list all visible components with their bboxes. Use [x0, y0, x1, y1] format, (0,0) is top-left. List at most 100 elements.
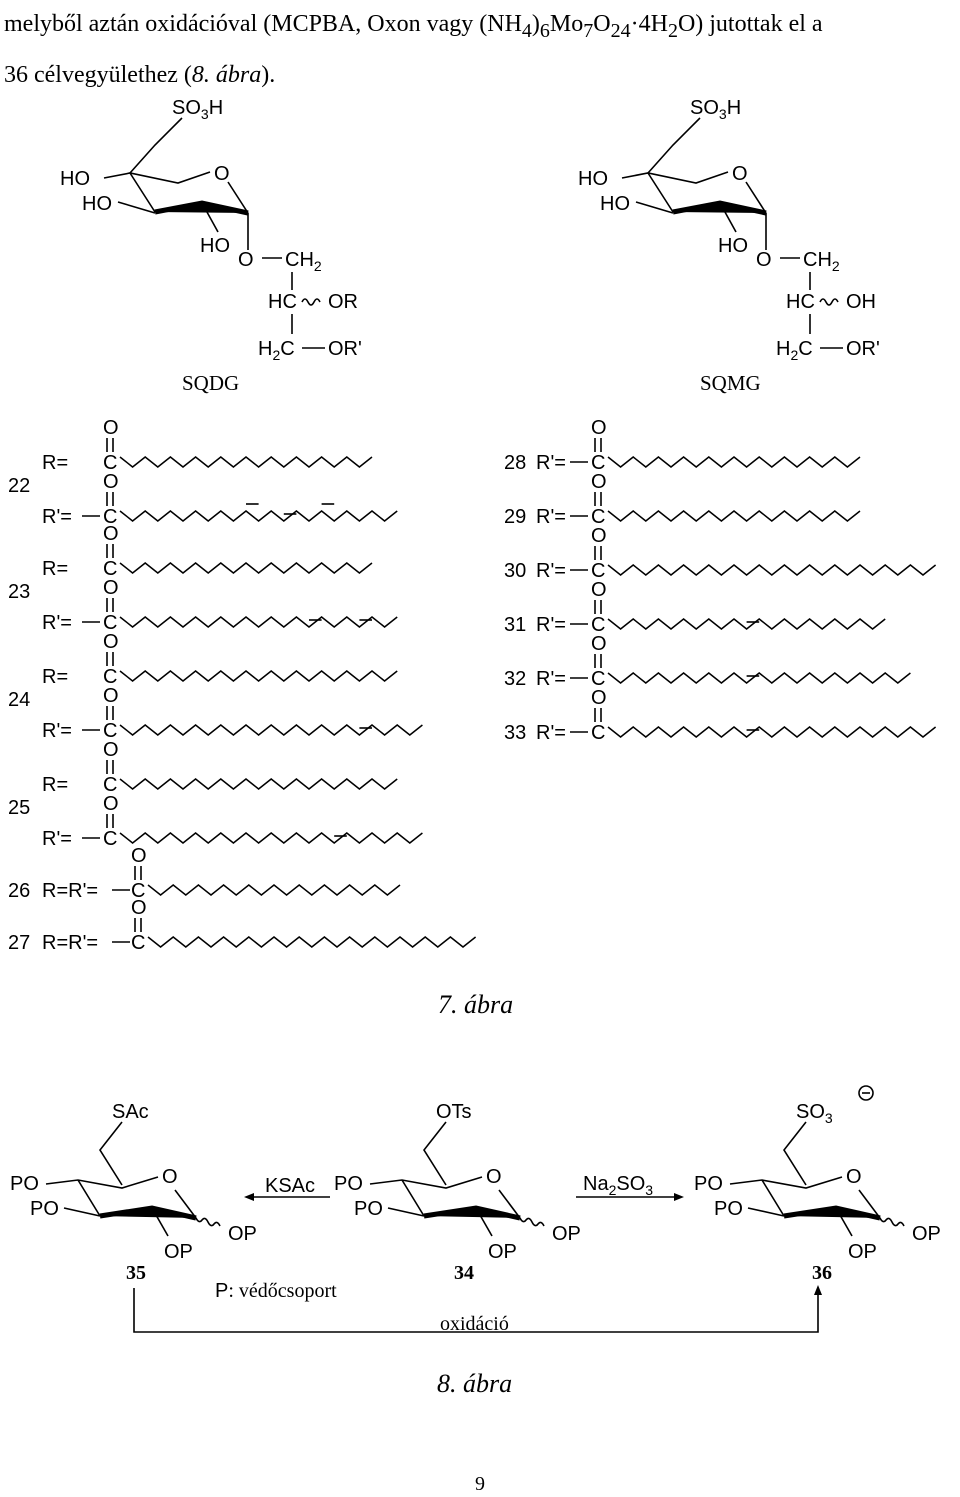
sqdg-so3h-label: SO3H — [172, 97, 223, 122]
bond — [783, 1121, 807, 1186]
po-label: PO — [334, 1173, 363, 1195]
carbonyl-carbon-label: C — [591, 506, 605, 528]
figure-7-caption: 7. ábra — [438, 990, 513, 1019]
intro-text: melyből aztán oxidációval (MCPBA, Oxon v… — [4, 11, 522, 37]
compound-number: 32 — [504, 668, 526, 690]
r-prime-label: R'= — [536, 614, 566, 636]
carbonyl-carbon-label: C — [591, 722, 605, 744]
r-label: R=R'= — [42, 932, 98, 954]
bond — [719, 202, 737, 233]
carbonyl-carbon-label: C — [103, 774, 117, 796]
compound-number: 35 — [126, 1262, 146, 1284]
ring-top-bonds — [103, 171, 211, 184]
wavy-bond — [301, 298, 321, 306]
figure-reference: 8. ábra — [191, 61, 262, 88]
ring-bond — [117, 201, 156, 214]
sqdg-name: SQDG — [182, 371, 239, 395]
ho-label: HO — [60, 168, 90, 190]
carbonyl-oxygen-label: O — [591, 633, 607, 655]
arrowhead-icon — [244, 1193, 254, 1201]
compound-number: 23 — [8, 581, 30, 603]
carbonyl-carbon-label: C — [103, 666, 117, 688]
intro-paragraph: melyből aztán oxidációval (MCPBA, Oxon v… — [4, 2, 954, 97]
oxidation-label: oxidáció — [440, 1313, 509, 1335]
carbonyl-carbon-label: C — [103, 452, 117, 474]
r-prime-label: R'= — [536, 722, 566, 744]
ho-label: HO — [200, 235, 230, 257]
ring-oxygen-label: O — [162, 1166, 178, 1188]
or-prime-label: OR' — [328, 338, 362, 360]
carbonyl-oxygen-label: O — [103, 793, 119, 815]
ring-bond — [635, 201, 674, 214]
bond — [475, 1207, 493, 1237]
oh-label: OH — [846, 291, 876, 313]
ring-bond — [761, 1179, 785, 1217]
ring-bond — [45, 1176, 159, 1189]
acyl-chain-table: 22R=R'=COCO23R=R'=COCO24R=R'=COCO25R=R'=… — [8, 417, 937, 954]
subscript: 6 — [539, 19, 550, 42]
ho-label: HO — [600, 193, 630, 215]
carbonyl-oxygen-label: O — [591, 525, 607, 547]
r-prime-label: R'= — [42, 612, 72, 634]
page-number: 9 — [475, 1473, 485, 1495]
compound-number: 29 — [504, 506, 526, 528]
wavy-bond — [519, 1217, 545, 1227]
compound-number: 22 — [8, 475, 30, 497]
carbonyl-carbon-label: C — [103, 720, 117, 742]
carbonyl-oxygen-label: O — [103, 739, 119, 761]
ksac-reagent: KSAc — [265, 1175, 315, 1197]
bond — [99, 1121, 123, 1186]
intro-text: O — [593, 11, 611, 37]
carbonyl-carbon-label: C — [591, 614, 605, 636]
hc-label: HC — [786, 291, 815, 313]
carbonyl-carbon-label: C — [103, 828, 117, 850]
bond — [647, 117, 701, 174]
sqmg-structure: SO3H HO HO O HO O CH2 HC OH H2C OR' SQMG — [578, 97, 880, 395]
ring-bond — [747, 1207, 785, 1217]
r-prime-label: R'= — [536, 506, 566, 528]
glycosidic-oxygen-label: O — [756, 249, 772, 271]
subscript: 24 — [610, 19, 631, 42]
bond — [201, 202, 219, 233]
sqdg-structure: SO3H HO HO O HO O CH2 HC OR H2C OR' SQDG — [60, 97, 362, 395]
intro-text: ·4H — [630, 11, 668, 37]
intro-text: ) — [531, 11, 540, 37]
sqmg-so3h-label: SO3H — [690, 97, 741, 122]
acyl-chain — [147, 884, 401, 896]
op-label: OP — [488, 1241, 517, 1263]
carbonyl-carbon-label: C — [103, 612, 117, 634]
ring-bond — [401, 1179, 425, 1217]
ring-thick-bottom — [423, 1205, 521, 1221]
acyl-chain — [607, 564, 937, 576]
compound-number: 24 — [8, 689, 30, 711]
acyl-chain — [119, 832, 423, 844]
carbonyl-carbon-label: C — [103, 558, 117, 580]
bond — [129, 117, 183, 174]
or-label: OR — [328, 291, 358, 313]
h2c-label: H2C — [258, 338, 295, 363]
ring-oxygen-label: O — [486, 1166, 502, 1188]
protecting-group-note: P: védőcsoport — [215, 1280, 337, 1302]
hc-label: HC — [268, 291, 297, 313]
acyl-chain — [119, 724, 423, 736]
ring-bond — [227, 181, 249, 214]
bond — [835, 1207, 853, 1237]
carbonyl-oxygen-label: O — [103, 685, 119, 707]
ch2-label: CH2 — [285, 249, 322, 274]
carbonyl-oxygen-label: O — [103, 631, 119, 653]
subscript: 4 — [521, 19, 532, 42]
ch2-label: CH2 — [803, 249, 840, 274]
po-label: PO — [30, 1198, 59, 1220]
compound-number: 30 — [504, 560, 526, 582]
compound-number: 34 — [454, 1262, 474, 1284]
ring-oxygen-label: O — [846, 1166, 862, 1188]
po-label: PO — [694, 1173, 723, 1195]
acyl-chain — [147, 936, 477, 948]
h2c-label: H2C — [776, 338, 813, 363]
acyl-chain — [607, 456, 861, 468]
bond — [423, 1121, 447, 1186]
ring-thick-bottom — [154, 200, 249, 216]
carbonyl-carbon-label: C — [591, 560, 605, 582]
na2so3-reagent: Na2SO3 — [583, 1173, 653, 1198]
